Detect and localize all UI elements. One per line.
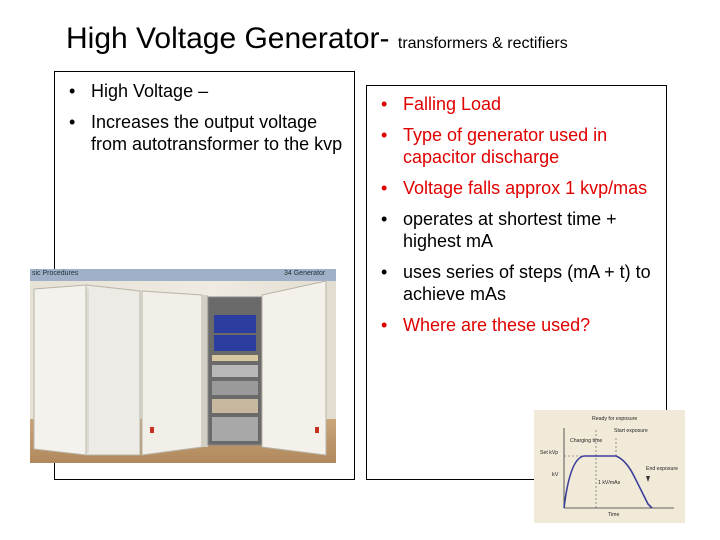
bullet-icon: •: [381, 178, 388, 198]
left-bullet-list: • High Voltage – • Increases the output vo…: [63, 80, 348, 164]
right-text-box: • Falling Load • Type of generator used in…: [366, 85, 667, 480]
bullet-text: Falling Load: [403, 94, 502, 114]
list-item: • Voltage falls approx 1 kvp/mas: [375, 177, 665, 199]
list-item: • Type of generator used in capacitor dis…: [375, 124, 665, 168]
cabinet-illustration: [33, 280, 327, 456]
bullet-icon: •: [381, 125, 388, 145]
bullet-text: Voltage falls approx 1 kvp/mas: [403, 178, 648, 198]
list-item: • Where are these used?: [375, 314, 665, 336]
falling-load-diagram: Ready for exposure Start exposure Chargi…: [534, 410, 685, 523]
bullet-icon: •: [381, 94, 388, 114]
falling-load-graph: Ready for exposure Start exposure Chargi…: [540, 416, 678, 518]
bullet-text: uses series of steps (mA + t) to achieve…: [403, 262, 651, 304]
list-item: • Increases the output voltage from autot…: [63, 111, 348, 155]
bullet-text: Increases the output voltage from autotr…: [91, 112, 343, 154]
end-label: End exposure: [646, 466, 678, 472]
bullet-text: operates at shortest time + highest mA: [403, 209, 617, 251]
bullet-text: Where are these used?: [403, 315, 591, 335]
right-bullet-list: • Falling Load • Type of generator used in…: [375, 93, 665, 345]
time-label: Time: [608, 512, 619, 518]
slope-label: 1 kV/mAs: [598, 480, 621, 486]
title-subtitle: transformers & rectifiers: [397, 35, 568, 52]
generator-cabinets-photo: sic Procedures 34 Generator: [30, 269, 336, 463]
photo-header-bar: sic Procedures 34 Generator: [30, 269, 336, 281]
title-main: High Voltage Generator-: [66, 22, 390, 55]
ready-label: Ready for exposure: [592, 416, 637, 422]
kv-curve: [563, 455, 653, 509]
bullet-icon: •: [381, 262, 388, 282]
list-item: • Falling Load: [375, 93, 665, 115]
bullet-icon: •: [69, 112, 76, 132]
set-kvp-label: Set kVp: [540, 450, 558, 456]
bullet-icon: •: [69, 81, 76, 101]
bullet-text: Type of generator used in capacitor disc…: [403, 125, 608, 167]
kv-label: kV: [552, 472, 559, 478]
bullet-icon: •: [381, 209, 388, 229]
charging-label: Charging time: [570, 438, 602, 444]
list-item: • uses series of steps (mA + t) to achiev…: [375, 261, 665, 305]
start-label: Start exposure: [614, 428, 648, 434]
photo-header-left: sic Procedures: [32, 270, 79, 277]
photo-header-right: 34 Generator: [284, 270, 326, 277]
slide-title: High Voltage Generator- transformers & r…: [66, 22, 568, 56]
list-item: • operates at shortest time + highest mA: [375, 208, 665, 252]
list-item: • High Voltage –: [63, 80, 348, 102]
bullet-icon: •: [381, 315, 388, 335]
bullet-text: High Voltage –: [91, 81, 209, 101]
